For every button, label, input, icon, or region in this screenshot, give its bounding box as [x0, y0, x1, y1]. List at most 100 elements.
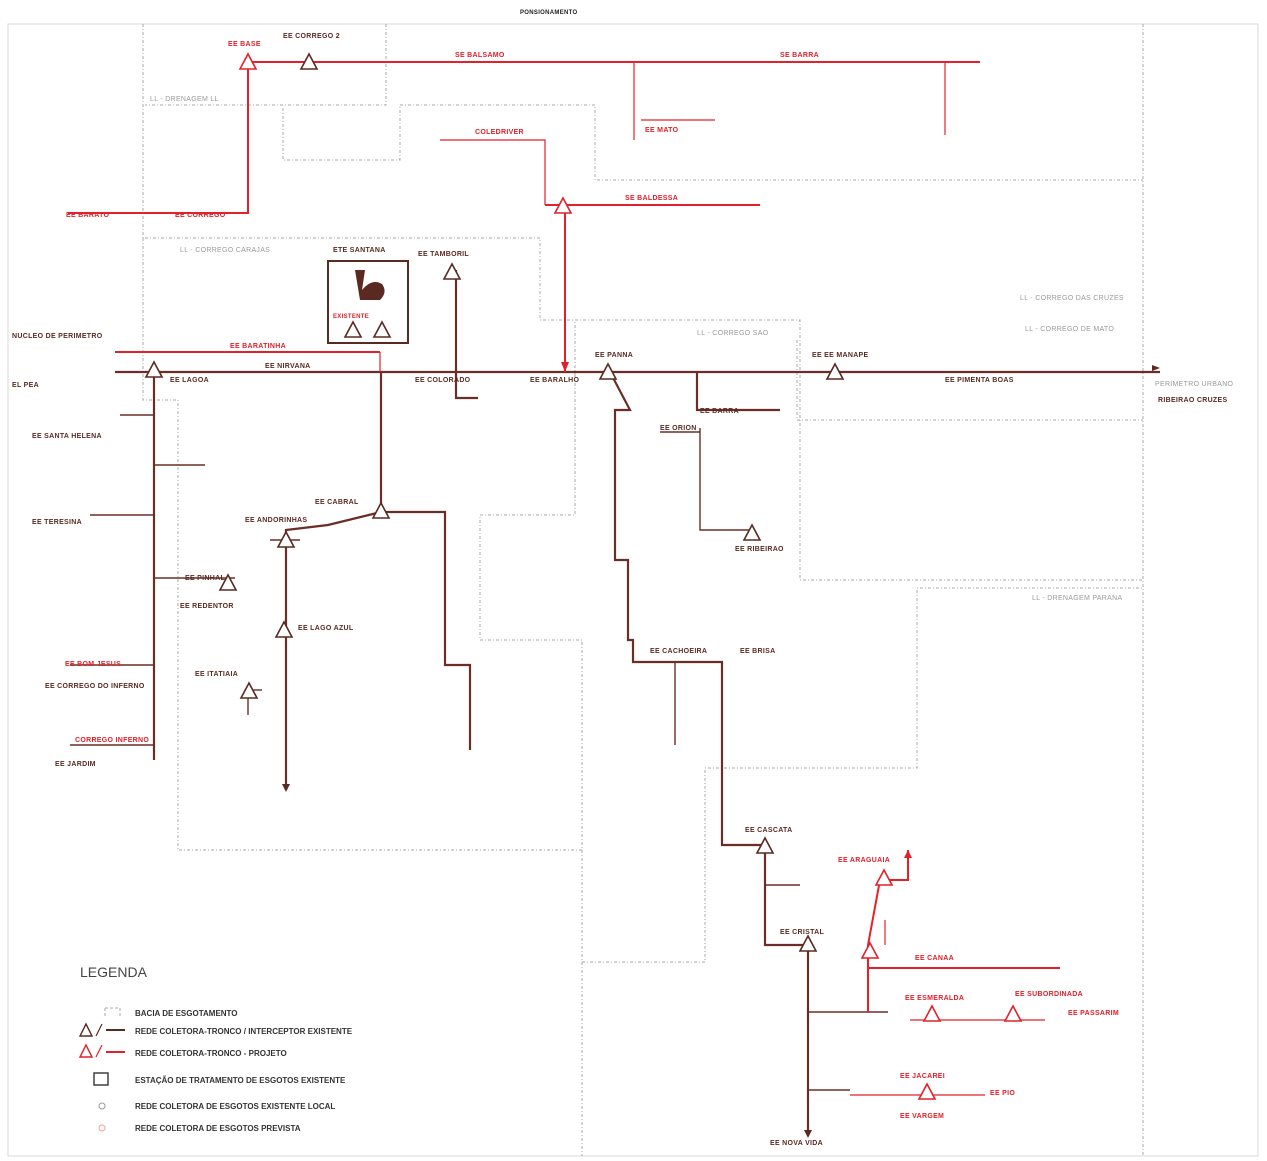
proposed-pump-station	[1003, 1004, 1023, 1022]
existing-pump-station	[276, 530, 296, 548]
station-label: EE CORREGO 2	[283, 33, 340, 40]
station-label: EE BOM JESUS	[65, 661, 121, 668]
legend-item-label: REDE COLETORA DE ESGOTOS PREVISTA	[135, 1124, 301, 1133]
right-edge-label: RIBEIRAO CRUZES	[1158, 397, 1227, 404]
station-label: EE LAGO AZUL	[298, 625, 354, 632]
existing-pump-station	[442, 262, 462, 280]
left-edge-label: EL PEA	[12, 382, 39, 389]
existing-pump-triangle-icon	[78, 1022, 94, 1037]
pump-stations	[144, 52, 1023, 1100]
basin-label: LL - CORREGO DE MATO	[1025, 326, 1114, 333]
station-label: EE ITATIAIA	[195, 671, 238, 678]
proposed-pump-station	[922, 1004, 942, 1022]
basin-label-group: LL - DRENAGEM LL LL - CORREGO CARAJAS LL…	[150, 96, 1124, 602]
station-label: EE CASCATA	[745, 827, 792, 834]
station-label: EE ARAGUAIA	[838, 857, 890, 864]
treatment-plant[interactable]: ETE SANTANA EXISTENTE	[327, 247, 409, 344]
proposed-pump-triangle-icon	[78, 1043, 94, 1058]
basin-boundaries	[142, 24, 1144, 1156]
station-label: EE RIBEIRAO	[735, 546, 784, 553]
basin-label: LL - DRENAGEM PARANA	[1032, 595, 1122, 602]
station-label: EE BARALHO	[530, 377, 580, 384]
station-label: EE JARDIM	[55, 761, 96, 768]
treatment-plant-square-icon	[93, 1072, 109, 1086]
planned-collector-symbol-icon	[98, 1124, 106, 1132]
legend-item-label: REDE COLETORA-TRONCO - PROJETO	[135, 1049, 287, 1058]
proposed-lines	[68, 61, 1060, 1096]
station-label: CORREGO INFERNO	[75, 737, 149, 744]
flow-arrow	[561, 362, 569, 372]
station-label: SE BALSAMO	[455, 52, 505, 59]
legend-item-label: ESTAÇÃO DE TRATAMENTO DE ESGOTOS EXISTEN…	[135, 1076, 346, 1085]
station-label: EE SUBORDINADA	[1015, 991, 1083, 998]
basin-label: LL - CORREGO DAS CRUZES	[1020, 295, 1124, 302]
station-label: EE PIMENTA BOAS	[945, 377, 1014, 384]
station-label: EE COLORADO	[415, 377, 471, 384]
existing-pump-station	[371, 501, 391, 519]
station-label: EE PINHAL	[185, 575, 225, 582]
station-label: EE EE MANAPE	[812, 352, 869, 359]
station-label: EE BARATO	[66, 212, 110, 219]
station-label: EE PANNA	[595, 352, 633, 359]
station-labels: EE BASE EE CORREGO 2 SE BALSAMO SE BARRA…	[12, 33, 1234, 1147]
station-label: EE BARATINHA	[230, 343, 286, 350]
station-label: EE CORREGO	[175, 212, 226, 219]
station-label: EE ESMERALDA	[905, 995, 964, 1002]
drawing-frame	[7, 23, 1259, 1157]
station-label: EE PIO	[990, 1090, 1015, 1097]
existing-pump-station	[343, 320, 363, 338]
station-label: COLEDRIVER	[475, 129, 524, 136]
station-label: EE TERESINA	[32, 519, 82, 526]
top-right-note: PERIMETRO URBANO	[1155, 381, 1234, 388]
proposed-pump-station	[917, 1082, 937, 1100]
station-label: EE PASSARIM	[1068, 1010, 1119, 1017]
station-label: SE BARRA	[780, 52, 819, 59]
existing-pump-station	[755, 836, 775, 854]
proposed-pump-station	[860, 941, 880, 959]
existing-pump-station	[798, 934, 818, 952]
proposed-pump-station	[238, 52, 258, 70]
flow-arrow	[804, 1130, 812, 1138]
ete-sublabel: EXISTENTE	[333, 314, 369, 320]
existing-pump-station	[239, 681, 259, 699]
existing-trunk-lines	[70, 270, 1160, 1135]
legend-item-label: REDE COLETORA-TRONCO / INTERCEPTOR EXIST…	[135, 1027, 353, 1036]
station-label: EE MATO	[645, 127, 679, 134]
basin-label: LL - DRENAGEM LL	[150, 96, 219, 103]
station-label: EE CRISTAL	[780, 929, 825, 936]
legend-title: LEGENDA	[80, 964, 148, 980]
existing-pump-station	[274, 620, 294, 638]
station-label: EE TAMBORIL	[418, 251, 469, 258]
basin-label: LL - CORREGO SAO	[697, 330, 769, 337]
legend-item-label: REDE COLETORA DE ESGOTOS EXISTENTE LOCAL	[135, 1102, 335, 1111]
station-label: EE VARGEM	[900, 1113, 944, 1120]
station-label: SE BALDESSA	[625, 195, 678, 202]
flow-arrows	[282, 362, 1160, 1138]
station-label: EE CORREGO DO INFERNO	[45, 683, 145, 690]
existing-collector-symbol-icon	[98, 1102, 106, 1110]
legend-item-label: BACIA DE ESGOTAMENTO	[135, 1009, 238, 1018]
station-label: EE JACAREI	[900, 1073, 945, 1080]
station-label: EE ANDORINHAS	[245, 517, 307, 524]
existing-pump-station	[825, 362, 845, 380]
existing-pump-station	[598, 362, 618, 380]
flow-arrow	[1152, 365, 1160, 371]
station-label: EE CABRAL	[315, 499, 359, 506]
existing-pump-station	[299, 52, 319, 70]
station-label: EE LAGOA	[170, 377, 209, 384]
existing-pump-station	[144, 360, 164, 378]
station-label: EE CANAA	[915, 955, 954, 962]
proposed-pump-station	[874, 868, 894, 886]
legend: LEGENDA BACIA DE ESGOTAMENTO REDE COLETO…	[78, 964, 353, 1133]
existing-pump-station	[218, 573, 238, 591]
station-label: EE BRISA	[740, 648, 775, 655]
diagram-title: PONSIONAMENTO	[520, 10, 577, 16]
station-label: EE NIRVANA	[265, 363, 311, 370]
proposed-pump-station	[553, 196, 573, 214]
station-label: EE SANTA HELENA	[32, 433, 102, 440]
ete-label: ETE SANTANA	[333, 247, 386, 254]
existing-pump-station	[742, 523, 762, 541]
utility-logo-icon	[355, 270, 385, 300]
basin-boundary-icon	[104, 1007, 121, 1018]
